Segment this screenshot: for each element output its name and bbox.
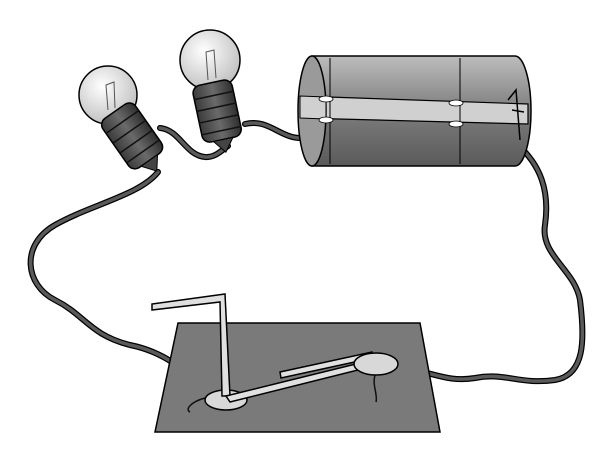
switch-contact bbox=[353, 352, 399, 376]
battery bbox=[297, 55, 532, 167]
wire-under-board bbox=[187, 374, 378, 413]
bulb-left bbox=[78, 65, 164, 172]
base-board bbox=[154, 322, 441, 433]
bulb-glass bbox=[179, 29, 241, 91]
wire-battery-to-switch bbox=[395, 142, 586, 385]
filament bbox=[105, 81, 116, 111]
filament bbox=[205, 49, 217, 81]
bulb-right bbox=[179, 29, 243, 153]
switch[interactable] bbox=[151, 293, 399, 411]
wires bbox=[27, 119, 586, 399]
battery-terminal bbox=[507, 88, 525, 141]
